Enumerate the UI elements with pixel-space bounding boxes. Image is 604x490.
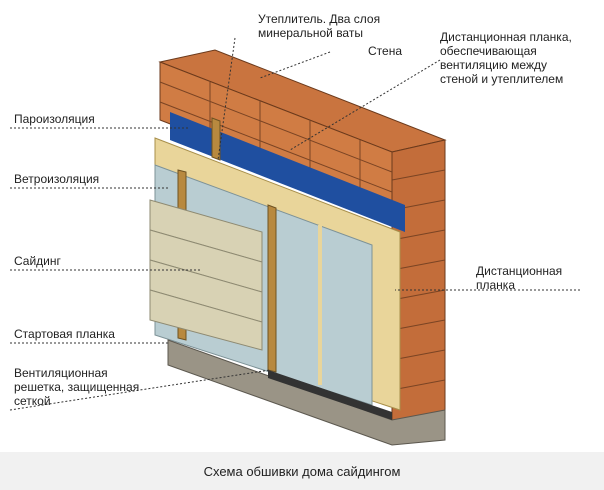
label-insulation: Утеплитель. Два слоя минеральной ваты [258,12,380,40]
vapor-barrier [170,112,405,232]
label-line: Вентиляционная [14,366,108,380]
label-line: вентиляцию между [440,58,547,72]
label-spacer-right: Дистанционная планка [476,264,562,292]
siding-panels [149,199,263,351]
label-vent-grille: Вентиляционная решетка, защищенная сетко… [14,366,139,408]
label-line: стеной и утеплителем [440,72,564,86]
label-siding: Сайдинг [14,254,61,268]
label-line: Утеплитель. Два слоя [258,12,381,26]
label-wall: Стена [368,44,403,58]
vent-grille [268,370,392,420]
label-line: планка [476,278,515,292]
label-line: Дистанционная планка, [440,30,572,44]
label-wind-barrier: Ветроизоляция [14,172,100,186]
label-line: минеральной ваты [258,26,363,40]
label-line: сеткой [14,394,51,408]
label-starter-strip: Стартовая планка [14,327,115,341]
label-vapor-barrier: Пароизоляция [14,112,95,126]
label-spacer-top: Дистанционная планка, обеспечивающая вен… [440,30,572,86]
siding-diagram [9,37,580,446]
spacer-batten [267,204,277,373]
label-line: обеспечивающая [440,44,537,58]
label-line: Дистанционная [476,264,563,278]
label-line: решетка, защищенная [14,380,140,394]
caption: Схема обшивки дома сайдингом [0,452,604,490]
spacer-batten [211,117,221,161]
